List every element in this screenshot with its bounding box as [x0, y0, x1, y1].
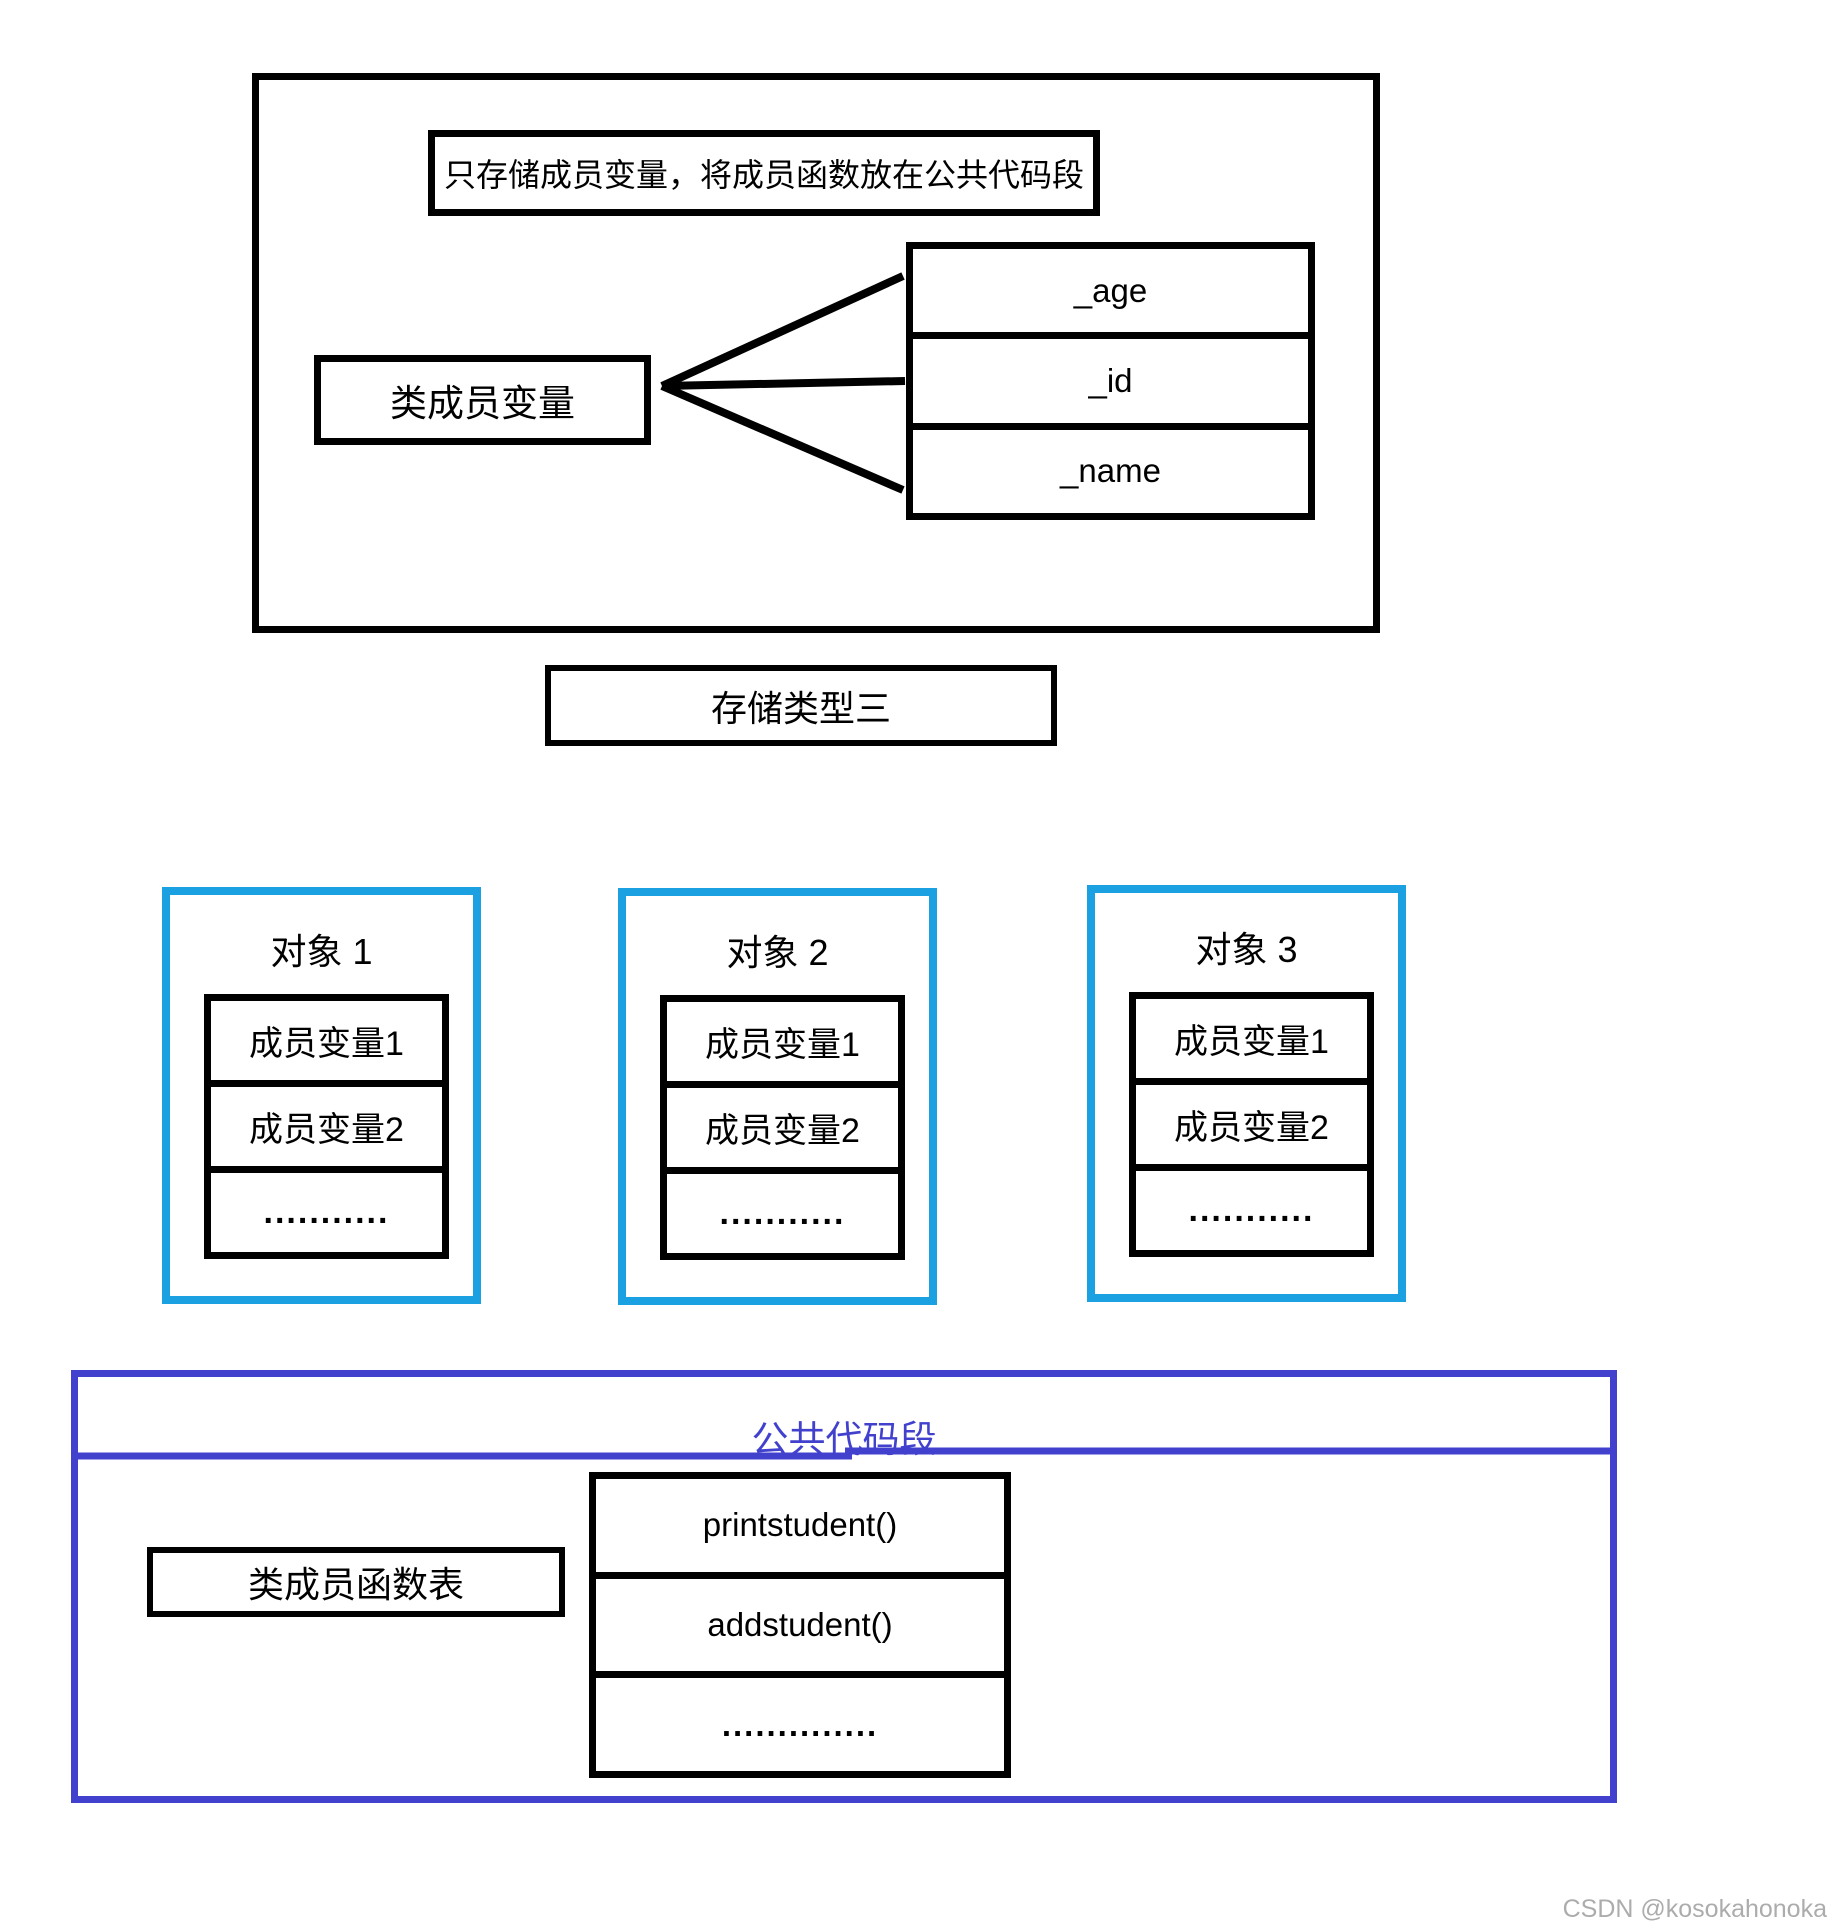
- member-variable-row: _id: [913, 332, 1308, 422]
- class-member-variables-box: 类成员变量: [314, 355, 651, 445]
- object-1-table: 成员变量1 成员变量2 ...........: [204, 994, 449, 1259]
- member-variable-id: _id: [1088, 361, 1133, 399]
- function-row-addstudent: addstudent(): [596, 1571, 1004, 1672]
- member-variable-name: _name: [1060, 452, 1161, 490]
- member-function-table-label: 类成员函数表: [247, 1564, 464, 1605]
- caption-text: 存储类型三: [710, 687, 891, 729]
- public-code-segment-box: 公共代码段 类成员函数表 printstudent() addstudent()…: [71, 1370, 1617, 1803]
- object-2-row-ellipsis: ...........: [667, 1167, 898, 1253]
- function-row-ellipsis: ..............: [596, 1671, 1004, 1771]
- object-2-table: 成员变量1 成员变量2 ...........: [660, 995, 905, 1260]
- object-3-title: 对象 3: [1195, 929, 1298, 970]
- object-3-row-1: 成员变量1: [1174, 1023, 1329, 1061]
- object-2-row-1: 成员变量1: [705, 1026, 860, 1064]
- object-1-title: 对象 1: [270, 931, 373, 972]
- member-variable-row: _name: [913, 422, 1308, 513]
- object-3-table: 成员变量1 成员变量2 ...........: [1129, 992, 1374, 1257]
- object-2-title: 对象 2: [726, 932, 829, 973]
- function-row-printstudent: printstudent(): [702, 1506, 898, 1544]
- object-1-row-2: 成员变量2: [211, 1080, 442, 1166]
- member-function-table-label-box: 类成员函数表: [147, 1547, 565, 1617]
- object-1-row-ellipsis: ...........: [211, 1166, 442, 1252]
- object-3-row-ellipsis: ...........: [1136, 1164, 1367, 1250]
- member-function-table: printstudent() addstudent() ............…: [589, 1472, 1011, 1778]
- watermark-text: CSDN @kosokahonoka: [1562, 1895, 1827, 1923]
- member-variable-row: _age: [913, 249, 1308, 332]
- public-code-segment-title: 公共代码段: [751, 1419, 937, 1460]
- object-box-1: 对象 1 成员变量1 成员变量2 ...........: [162, 887, 481, 1304]
- object-3-row-2: 成员变量2: [1136, 1078, 1367, 1164]
- member-variable-age: _age: [1073, 271, 1148, 309]
- object-box-2: 对象 2 成员变量1 成员变量2 ...........: [618, 888, 937, 1305]
- storage-type-outer-box: [252, 73, 1380, 633]
- member-variables-table: _age _id _name: [906, 242, 1315, 520]
- note-text: 只存储成员变量，将成员函数放在公共代码段: [443, 157, 1084, 193]
- object-box-3: 对象 3 成员变量1 成员变量2 ...........: [1087, 885, 1406, 1302]
- object-2-row-2: 成员变量2: [667, 1081, 898, 1167]
- note-box: 只存储成员变量，将成员函数放在公共代码段: [428, 130, 1100, 216]
- object-1-row-1: 成员变量1: [249, 1025, 404, 1063]
- class-member-variables-label: 类成员变量: [390, 383, 575, 424]
- caption-box: 存储类型三: [545, 665, 1057, 746]
